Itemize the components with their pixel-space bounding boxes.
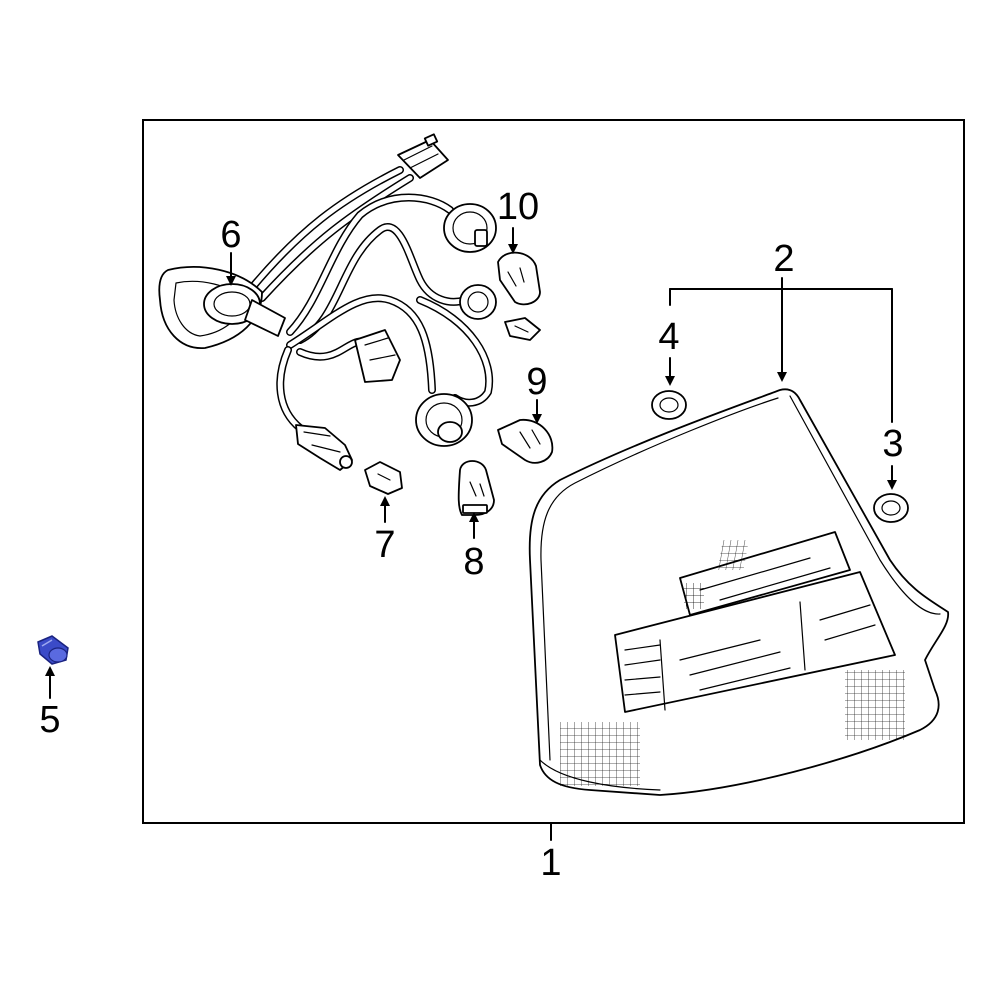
callout-10[interactable]: 10 [497, 186, 539, 228]
wiring-harness[interactable] [158, 133, 497, 471]
callout-4[interactable]: 4 [658, 316, 679, 358]
callout-6[interactable]: 6 [220, 214, 241, 256]
callout-8[interactable]: 8 [463, 541, 484, 583]
screw-part-5[interactable] [37, 635, 69, 665]
bulb-part-8[interactable] [457, 460, 495, 516]
callout-5[interactable]: 5 [39, 699, 60, 741]
bulb-part-7[interactable] [364, 461, 403, 495]
grommet [158, 266, 286, 349]
lower-lens [614, 571, 896, 713]
nut-part-4[interactable] [651, 390, 687, 420]
bulb-part-9[interactable] [497, 419, 554, 464]
socket-side-marker [295, 424, 353, 471]
tail-lamp-housing[interactable] [528, 388, 949, 796]
bulb-small-wedge [504, 317, 541, 341]
socket-small [459, 284, 497, 320]
callout-2[interactable]: 2 [773, 238, 794, 280]
callout-7[interactable]: 7 [374, 524, 395, 566]
socket-upper [443, 203, 497, 253]
bulb-part-10[interactable] [497, 251, 541, 306]
nut-part-3[interactable] [873, 493, 909, 523]
reflector-lower-right [845, 670, 905, 740]
upper-lens [679, 531, 851, 616]
callout-1[interactable]: 1 [540, 842, 561, 884]
reflector-lower-left [560, 722, 640, 786]
assembly-frame [142, 119, 965, 824]
socket-lower [415, 393, 473, 447]
harness-connector [397, 133, 449, 179]
socket-middle [354, 329, 401, 383]
leader-lines [45, 227, 897, 841]
callout-9[interactable]: 9 [526, 361, 547, 403]
callout-3[interactable]: 3 [882, 423, 903, 465]
